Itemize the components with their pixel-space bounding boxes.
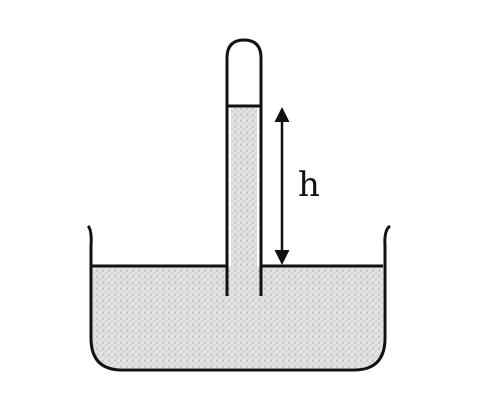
- tube-liquid-column: [231, 106, 257, 296]
- basin-liquid: [91, 266, 383, 368]
- capillary-tube: [225, 38, 263, 296]
- height-label: h: [298, 165, 320, 205]
- basin: [86, 224, 391, 372]
